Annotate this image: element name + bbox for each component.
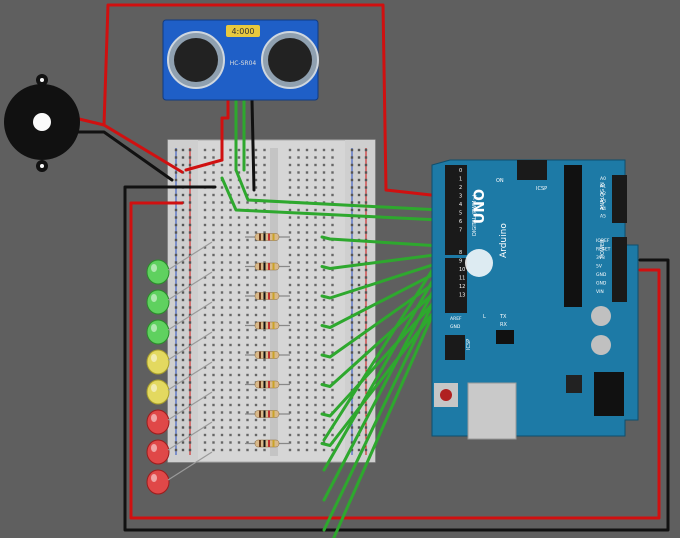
digital-pin-label: 13: [459, 293, 465, 299]
analog-pin-label: A0: [600, 176, 606, 182]
sensor-model: HC-SR04: [230, 60, 257, 67]
resistor: [245, 410, 290, 418]
arduino-analog-label: ANALOG IN: [600, 182, 606, 210]
arduino-power-label: POWER: [600, 239, 606, 258]
arduino-board: UNO Arduino DIGITAL (PWM~) ANALOG IN POW…: [431, 159, 639, 440]
led-red: [146, 451, 213, 495]
buzzer-icon: [4, 74, 80, 172]
analog-pin-label: A2: [600, 191, 606, 197]
power-pin-label: IOREF: [596, 238, 610, 244]
digital-pin-label: 5: [459, 211, 462, 217]
digital-pin-label: 9: [459, 259, 462, 265]
wire-sensor-vcc: [220, 98, 230, 162]
wire-green-led: [320, 269, 442, 329]
digital-pin-label: 7: [459, 228, 462, 234]
digital-pin-label: 12: [459, 284, 465, 290]
resistor: [245, 439, 290, 448]
led-green: [146, 271, 213, 315]
breadboard: [167, 139, 376, 463]
wire-red-rail: [129, 201, 661, 520]
analog-pin-label: A4: [600, 206, 606, 212]
wire-green-echo: [220, 176, 442, 222]
wire-black-ground: [123, 185, 670, 532]
wire-black-buzzer: [73, 130, 174, 182]
arduino-aref-label: AREF: [450, 316, 462, 322]
arduino-icsp2: ICSP: [536, 186, 547, 192]
led-red: [146, 391, 213, 435]
resistor-column: [245, 233, 290, 448]
digital-pin-label: 8: [459, 250, 462, 256]
wire-green-led: [320, 294, 442, 418]
wire-red-buzzer: [73, 116, 184, 174]
led-yellow: [146, 361, 213, 405]
digital-pin-label: 3: [459, 194, 462, 200]
power-pin-label: RESET: [596, 247, 611, 253]
wire-green-led: [320, 261, 442, 300]
power-pin-label: VIN: [596, 289, 604, 295]
wire-green-led: [320, 277, 442, 359]
wires: [73, 3, 670, 538]
wire-green-led: [320, 252, 442, 270]
arduino-l-label: L: [483, 314, 486, 320]
resistor: [245, 233, 290, 241]
wire-green-led-lower: [322, 256, 442, 442]
power-pin-label: GND: [596, 281, 607, 287]
led-green: [146, 241, 213, 285]
resistor: [245, 351, 290, 359]
power-pin-label: GND: [596, 272, 607, 278]
resistor: [245, 292, 290, 300]
resistor: [245, 321, 290, 330]
resistor: [245, 380, 290, 389]
digital-pin-label: 11: [459, 276, 465, 282]
arduino-rx-label: RX: [500, 322, 507, 328]
arduino-brand: Arduino: [499, 223, 509, 258]
led-yellow: [146, 331, 213, 375]
analog-pin-label: A5: [600, 214, 606, 220]
arduino-logo: UNO: [472, 189, 488, 224]
arduino-on-label: ON: [496, 178, 504, 184]
wire-green-led-lower: [332, 296, 442, 538]
power-pin-label: 3V3: [596, 255, 605, 261]
wire-sensor-gnd: [250, 98, 256, 192]
wire-green-trig: [234, 168, 442, 212]
resistor: [245, 262, 290, 271]
digital-pin-label: 10: [459, 267, 465, 273]
analog-pin-label: A3: [600, 199, 606, 205]
led-green: [146, 301, 213, 345]
arduino-gnd-label: GND: [450, 324, 461, 330]
wire-green-led-lower: [322, 286, 442, 532]
arduino-tx-label: TX: [499, 314, 507, 320]
led-red: [146, 421, 213, 465]
wire-green-led-lower: [322, 276, 442, 502]
digital-pin-label: 4: [459, 202, 462, 208]
wire-green-led-lower: [322, 266, 442, 472]
wire-green-led: [320, 235, 442, 248]
digital-pin-label: 0: [459, 168, 462, 174]
breadboard-holes: [174, 148, 368, 452]
digital-pin-label: 2: [459, 185, 462, 191]
arduino-digital-label: DIGITAL (PWM~): [472, 194, 478, 236]
digital-pin-label: 6: [459, 219, 462, 225]
wire-red-short: [184, 158, 224, 172]
power-pin-label: 5V: [596, 264, 603, 270]
wire-green-led: [320, 286, 442, 388]
arduino-icsp: ICSP: [466, 339, 472, 350]
ultrasonic-sensor: 4:000 HC-SR04: [162, 19, 319, 101]
led-column: [146, 241, 213, 495]
wire-red-5v-top: [102, 3, 442, 198]
analog-pin-label: A1: [600, 184, 606, 190]
sensor-display: 4:000: [231, 27, 254, 36]
digital-pin-label: 1: [459, 177, 462, 183]
